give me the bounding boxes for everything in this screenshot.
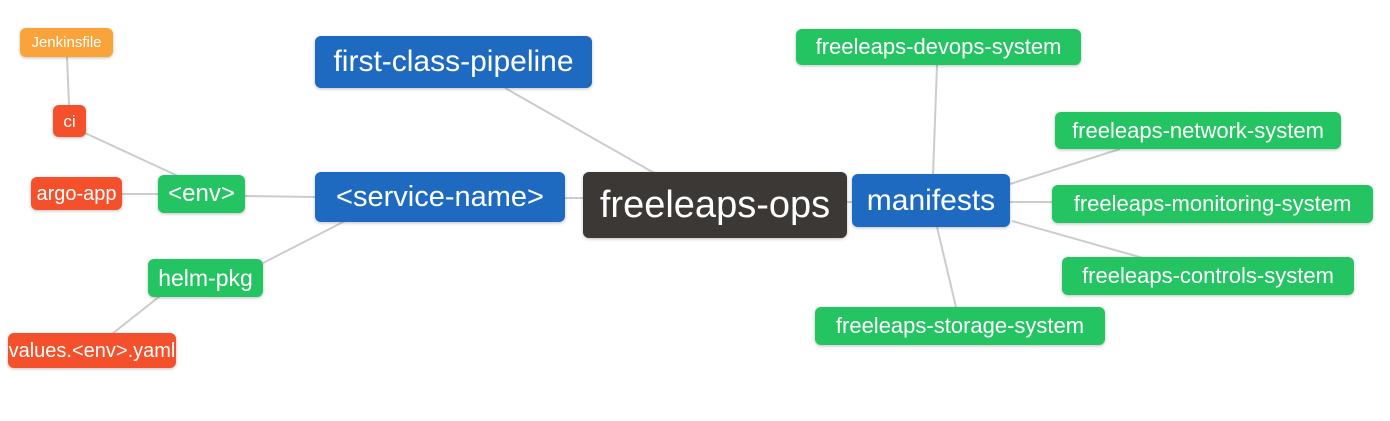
node-helm-pkg[interactable]: helm-pkg	[148, 259, 263, 297]
node-freeleaps-devops-system[interactable]: freeleaps-devops-system	[796, 29, 1081, 65]
node-freeleaps-controls-system[interactable]: freeleaps-controls-system	[1062, 257, 1354, 295]
edge-manifests-network	[1009, 148, 1121, 185]
edge-env-service-name	[244, 195, 316, 198]
node-manifests[interactable]: manifests	[852, 174, 1010, 227]
node-service-name[interactable]: <service-name>	[315, 172, 565, 222]
node-env[interactable]: <env>	[158, 175, 245, 213]
node-freeleaps-storage-system[interactable]: freeleaps-storage-system	[815, 307, 1105, 345]
edge-ci-env	[84, 132, 179, 177]
node-freeleaps-monitoring-system[interactable]: freeleaps-monitoring-system	[1052, 185, 1373, 223]
edge-helm-pkg-service-name	[262, 220, 346, 264]
edge-manifests-storage	[936, 226, 957, 308]
node-freeleaps-network-system[interactable]: freeleaps-network-system	[1055, 112, 1341, 149]
node-jenkinsfile[interactable]: Jenkinsfile	[20, 28, 113, 57]
node-freeleaps-ops[interactable]: freeleaps-ops	[583, 172, 847, 238]
edge-manifests-devops	[932, 64, 938, 176]
node-first-class-pipeline[interactable]: first-class-pipeline	[315, 36, 592, 88]
node-ci[interactable]: ci	[53, 105, 86, 137]
edge-values-helm-pkg	[111, 295, 161, 335]
edge-pipeline-freeleaps-ops	[504, 87, 657, 175]
node-argo-app[interactable]: argo-app	[31, 177, 122, 210]
edge-jenkinsfile-ci	[66, 56, 70, 106]
edge-manifests-controls	[1011, 220, 1144, 259]
node-values-env-yaml[interactable]: values.<env>.yaml	[8, 333, 176, 368]
